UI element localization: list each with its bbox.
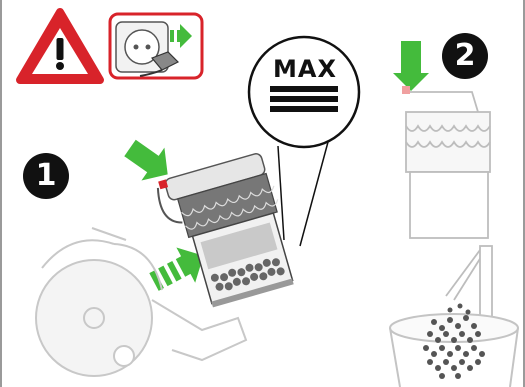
green-arrow-down-icon bbox=[393, 41, 429, 91]
trash-bucket-illustration bbox=[390, 314, 518, 387]
warning-triangle-icon bbox=[20, 12, 100, 80]
max-label: MAX bbox=[260, 55, 350, 83]
emptying-bin-illustration bbox=[402, 86, 492, 324]
unplug-power-icon bbox=[110, 14, 202, 78]
step-2-number: 2 bbox=[443, 34, 487, 78]
step-1-number: 1 bbox=[24, 154, 68, 198]
